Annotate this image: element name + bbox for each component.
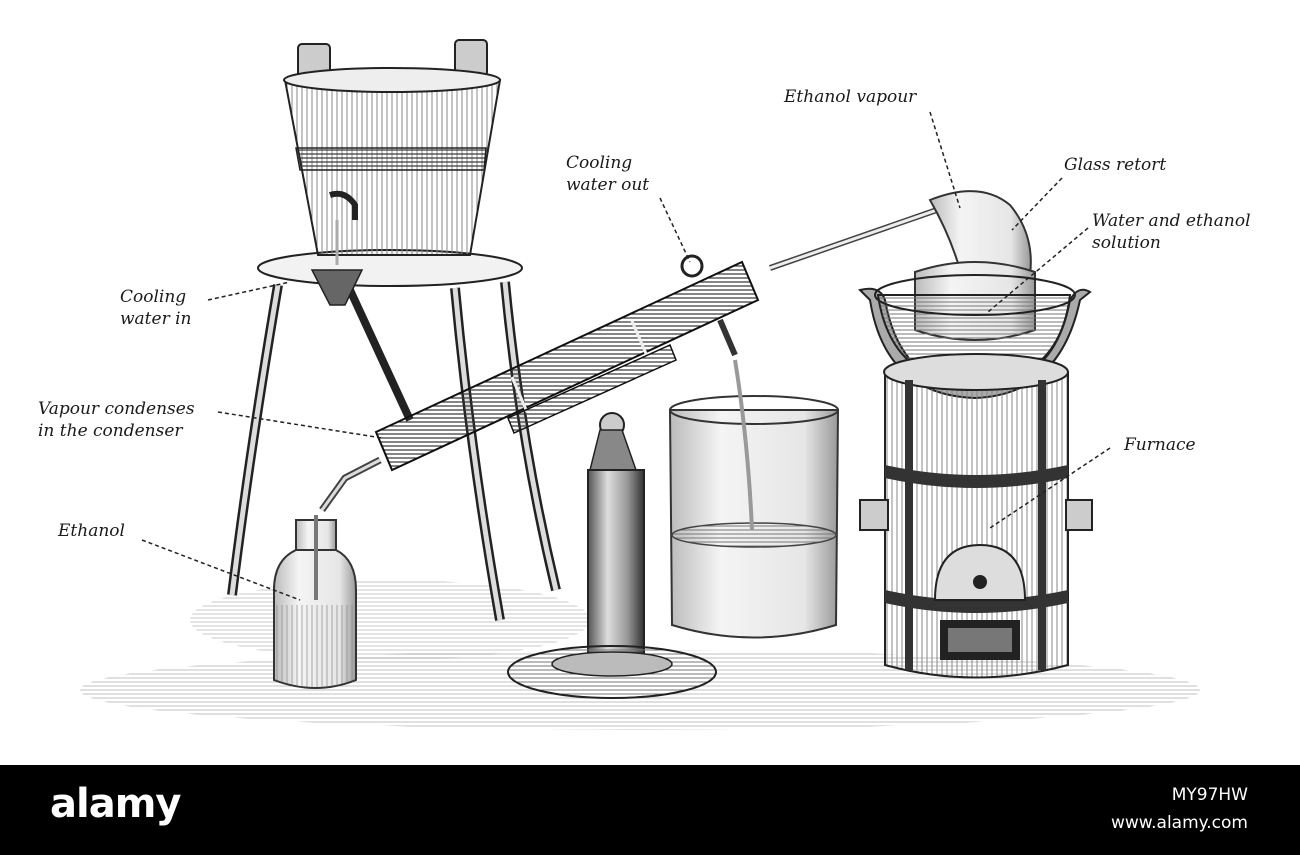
diagram-canvas: Ethanol vapour Cooling water out Glass r… <box>38 39 1251 730</box>
label-cooling-water-in-line1: Cooling <box>120 287 187 307</box>
ethanol-bottle <box>273 515 357 689</box>
watermark-footer: alamy MY97HW www.alamy.com <box>0 765 1300 855</box>
label-ethanol: Ethanol <box>58 521 125 541</box>
label-ethanol-vapour: Ethanol vapour <box>784 87 917 107</box>
cooling-water-bucket <box>283 39 502 306</box>
label-vapour-condenses: Vapour condenses in the condenser <box>38 398 195 442</box>
furnace <box>859 353 1093 679</box>
leader-ethanol <box>141 539 301 601</box>
distillation-apparatus-illustration <box>80 39 1200 730</box>
label-cooling-water-out-line1: Cooling <box>566 153 633 173</box>
receiving-beaker <box>668 359 840 639</box>
label-cooling-water-out-line2: water out <box>566 175 650 195</box>
label-glass-retort: Glass retort <box>1064 155 1167 175</box>
leader-glass-retort <box>1011 177 1063 231</box>
leader-furnace <box>989 447 1111 529</box>
label-vapour-condenses-line2: in the condenser <box>38 421 183 441</box>
leader-ethanol-vapour <box>929 111 961 209</box>
leader-lines <box>141 111 1111 601</box>
image-id: MY97HW <box>1171 785 1248 805</box>
leader-solution <box>987 227 1089 313</box>
condenser-stand <box>507 412 717 699</box>
alamy-logo: alamy <box>50 781 181 827</box>
leader-cooling-water-out <box>659 197 691 263</box>
label-vapour-condenses-line1: Vapour condenses <box>38 399 195 419</box>
label-furnace: Furnace <box>1124 435 1196 455</box>
label-cooling-water-in-line2: water in <box>120 309 192 329</box>
label-cooling-water-in: Cooling water in <box>120 286 192 330</box>
leader-vapour-condenses <box>217 411 383 439</box>
label-cooling-water-out: Cooling water out <box>566 152 649 196</box>
label-water-ethanol-solution: Water and ethanol solution <box>1092 210 1251 254</box>
label-solution-line1: Water and ethanol <box>1092 211 1251 231</box>
site-url: www.alamy.com <box>1110 813 1248 833</box>
label-solution-line2: solution <box>1092 233 1161 253</box>
